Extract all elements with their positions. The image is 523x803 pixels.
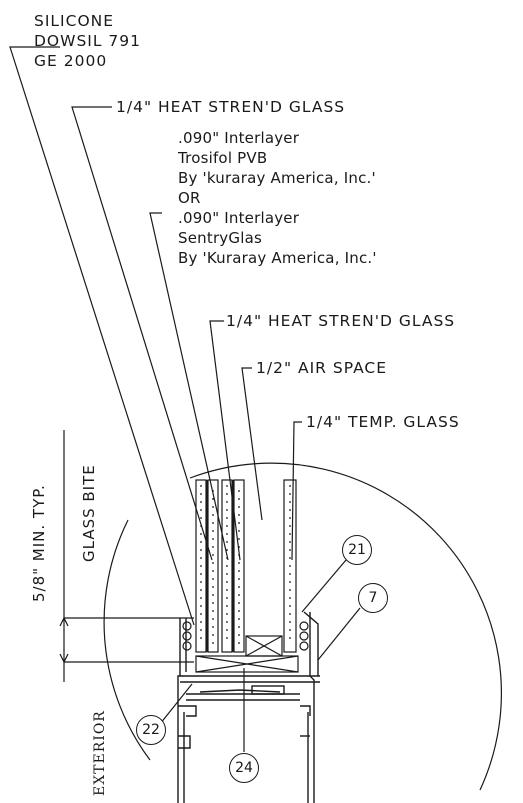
detail-boundary-arc xyxy=(189,462,503,791)
callout-7: 7 xyxy=(358,583,388,613)
callout-22: 22 xyxy=(136,715,166,745)
exterior-label: EXTERIOR xyxy=(92,710,108,796)
inner-glass-label: 1/4" HEAT STREN'D GLASS xyxy=(226,312,456,330)
detail-boundary-arc-left xyxy=(103,519,151,761)
spacer xyxy=(245,635,283,657)
callout-21: 21 xyxy=(342,535,372,565)
aluminum-frame xyxy=(177,611,320,803)
outer-glass-label: 1/4" HEAT STREN'D GLASS xyxy=(116,98,346,116)
temp-glass-label: 1/4" TEMP. GLASS xyxy=(306,413,460,431)
callout-21-leader xyxy=(301,559,347,613)
interlayer-label: .090" Interlayer Trosifol PVB By 'kurara… xyxy=(178,129,377,267)
glass-speckle xyxy=(200,485,291,645)
inner-glass-leader xyxy=(209,320,241,561)
air-space-leader xyxy=(241,367,263,521)
glass-lites xyxy=(195,479,297,653)
outer-glass-leader xyxy=(71,106,213,561)
callout-7-leader xyxy=(317,607,361,661)
silicone-label: SILICONE DOWSIL 791 GE 2000 xyxy=(34,12,142,70)
interlayer-leader xyxy=(149,212,229,561)
callout-24: 24 xyxy=(229,753,259,783)
setting-block xyxy=(195,655,299,673)
silicone-leader xyxy=(9,46,195,626)
min-typ-label: 5/8" MIN. TYP. xyxy=(30,484,48,602)
callout-22-leader xyxy=(159,683,193,725)
bite-dimension xyxy=(59,430,194,682)
air-space-label: 1/2" AIR SPACE xyxy=(256,359,388,377)
glass-bite-label: GLASS BITE xyxy=(80,464,98,562)
temp-glass-leader xyxy=(291,421,302,561)
gaskets xyxy=(182,621,309,651)
